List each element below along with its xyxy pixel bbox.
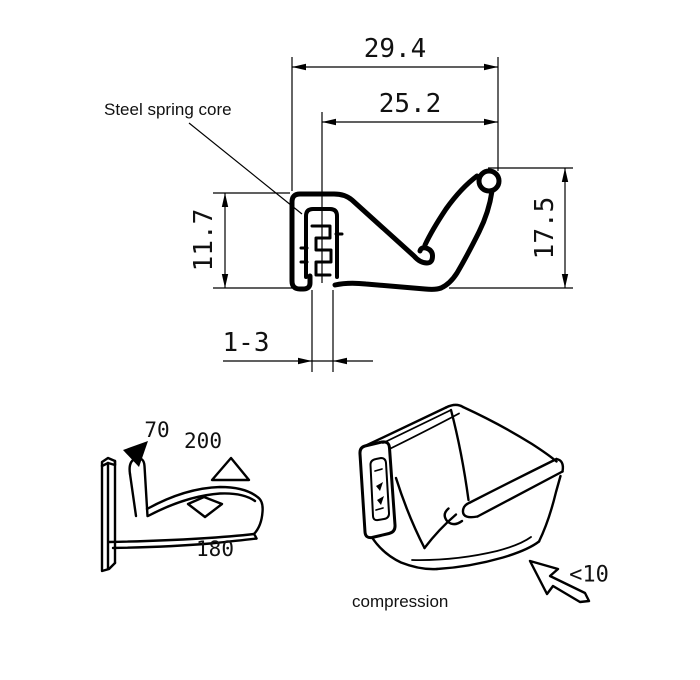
dim-clamp-height: 11.7 (189, 208, 219, 272)
bend-radius-200: 200 (184, 429, 222, 453)
lip-right-branch-inner (438, 188, 495, 291)
bend-radius-figure (100, 441, 264, 573)
steel-spring-core-section (310, 224, 333, 277)
clamp-end-face (358, 440, 397, 540)
dim-total-height: 17.5 (530, 196, 560, 260)
dim-lip-width: 25.2 (378, 89, 442, 119)
bend-up-triangle-icon (210, 456, 251, 482)
seal-3d-view (358, 403, 591, 604)
profile-base (332, 280, 444, 292)
clamp-outer-and-lip (289, 191, 435, 292)
lip-right-branch-outer (422, 173, 480, 248)
steel-core-leader-line (188, 122, 303, 215)
dimension-arrowheads (221, 63, 569, 365)
compression-arrow-icon (528, 559, 591, 604)
bend-down-diamond-icon (186, 495, 224, 519)
bend-radius-70: 70 (144, 418, 170, 442)
bend-radius-180: 180 (196, 537, 234, 561)
steel-spring-core-label: Steel spring core (104, 100, 232, 119)
seal-bulb (476, 168, 502, 194)
dim-grip-range: 1-3 (222, 328, 270, 358)
bend-70-arrow-icon (123, 441, 148, 467)
bulb-cylinder (468, 457, 558, 504)
clamp-inner-wall (304, 207, 339, 279)
compression-label: compression (352, 592, 449, 611)
profile-cross-section (289, 168, 502, 292)
dim-total-width: 29.4 (363, 34, 427, 64)
compression-limit: <10 (569, 562, 609, 588)
